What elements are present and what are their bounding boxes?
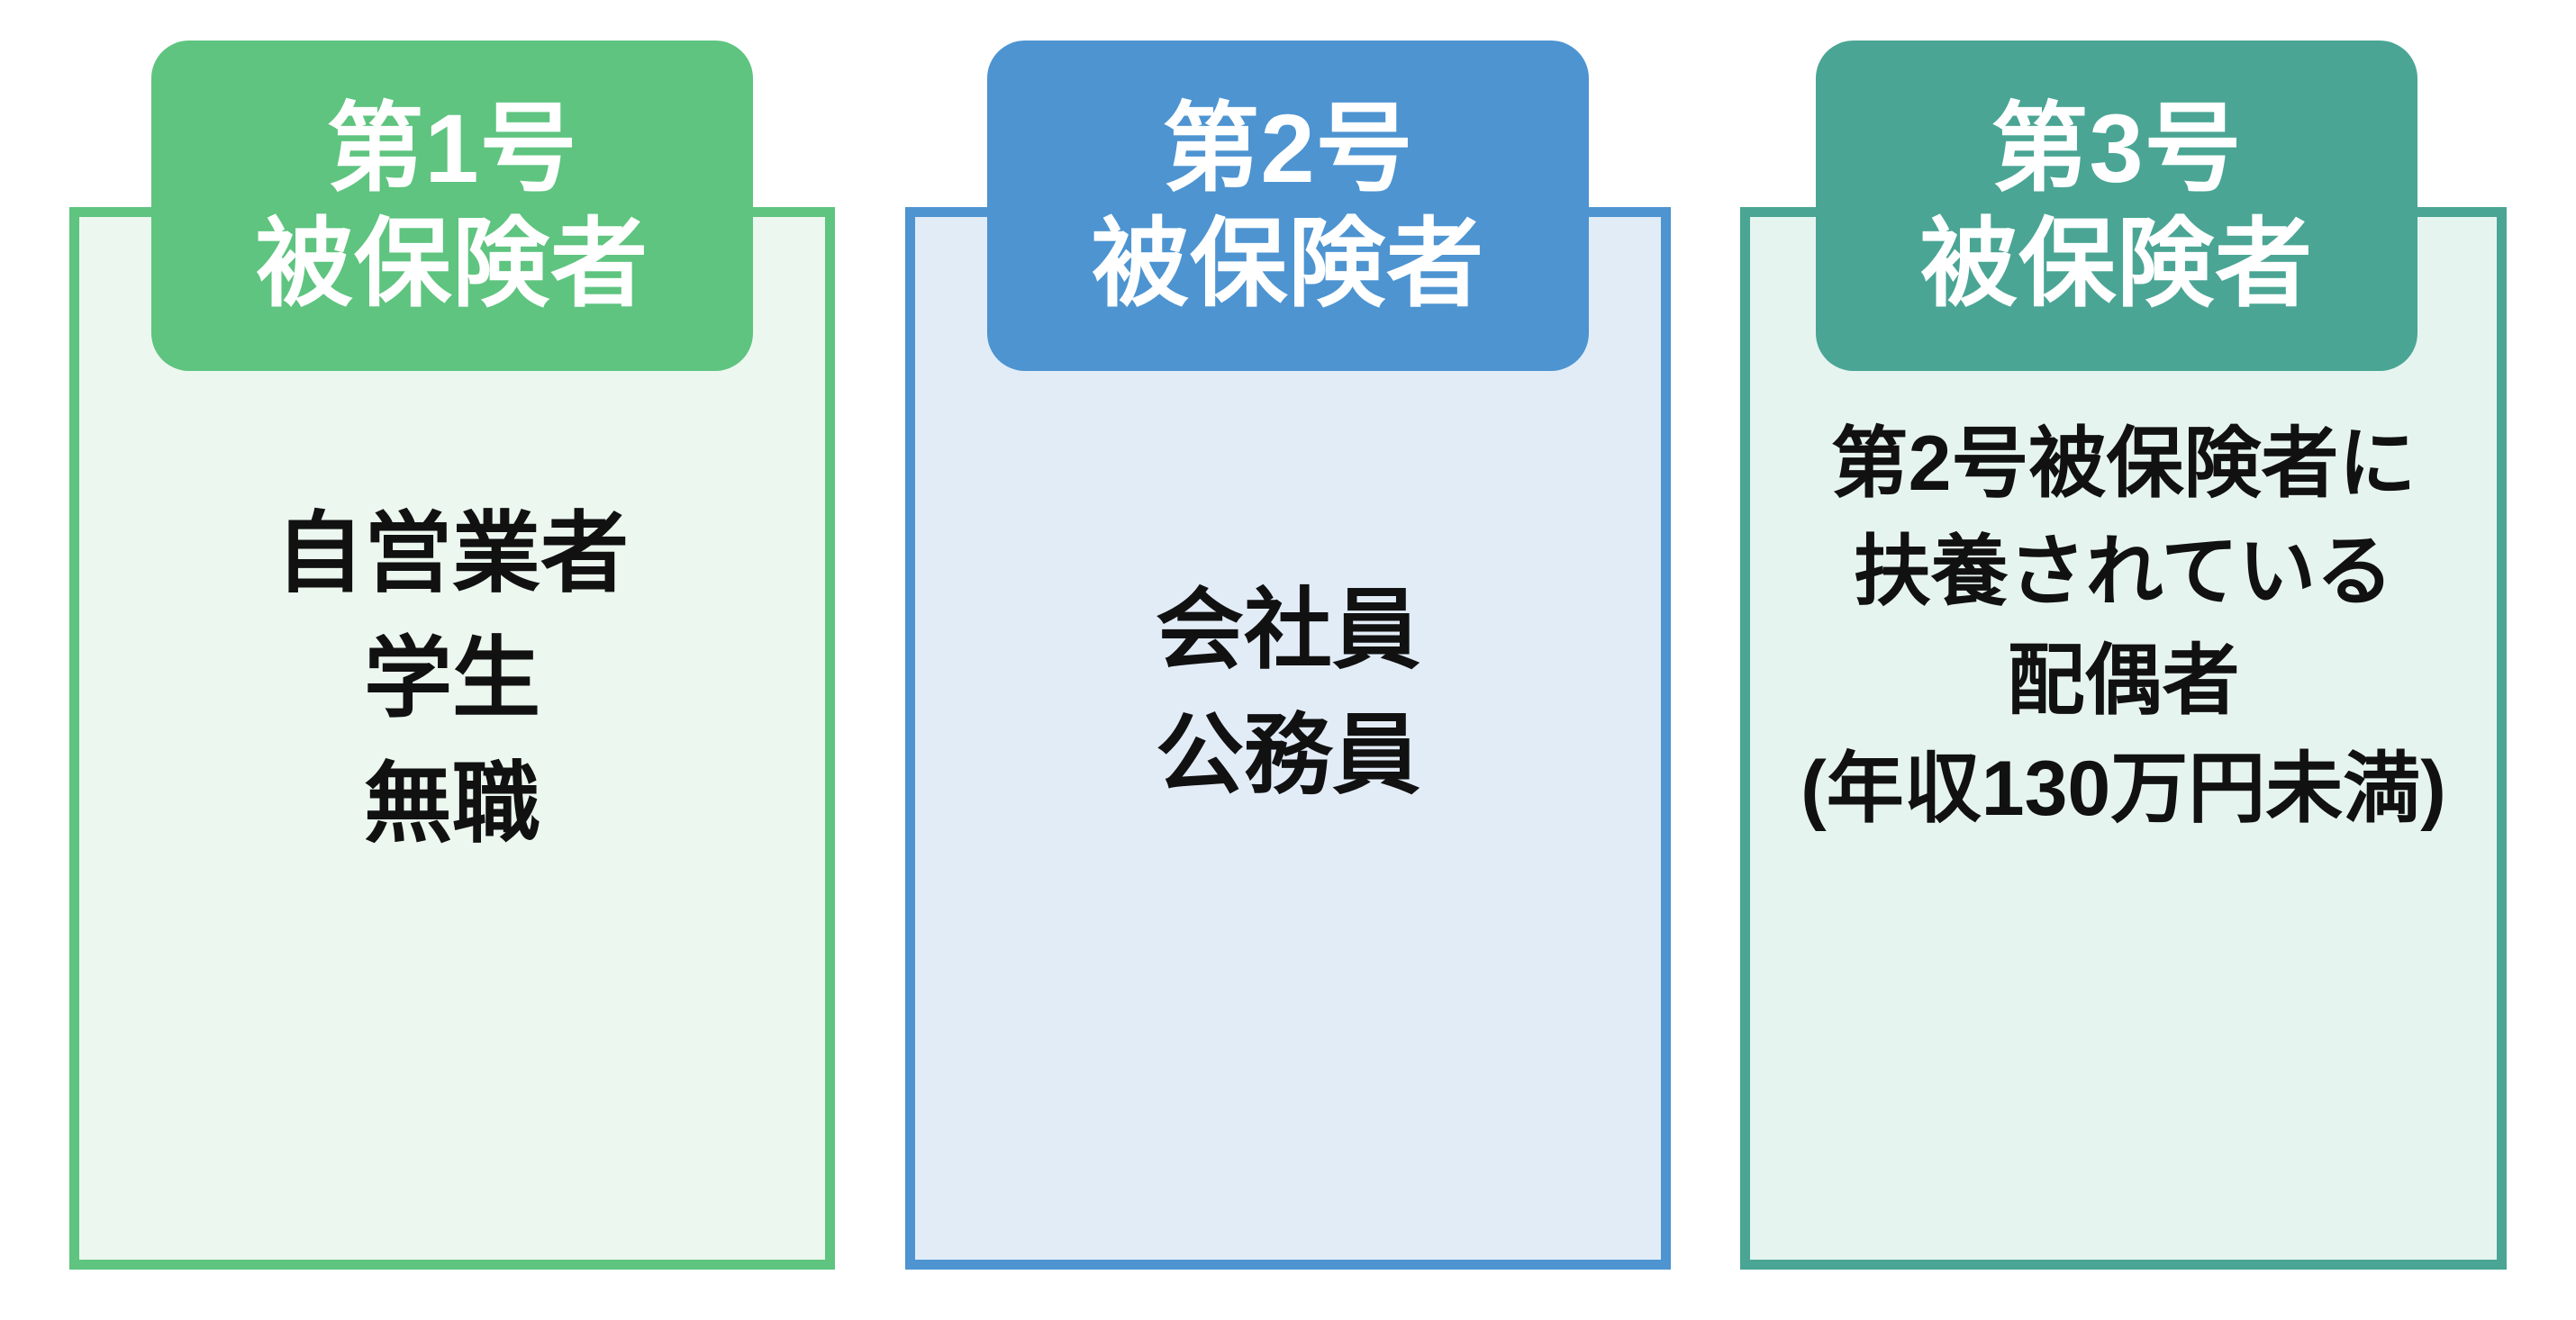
panel-1-tab-line-1: 第1号 <box>326 94 578 203</box>
panel-1-tab-line-2: 被保険者 <box>255 208 649 318</box>
panel-2-body-text: 会社員 公務員 <box>905 567 1671 818</box>
panel-3-line-4: (年収130万円未満) <box>1800 746 2446 833</box>
panel-2-tab-header: 第2号 被保険者 <box>987 41 1589 371</box>
panel-3-line-1: 第2号被保険者に <box>1830 420 2417 507</box>
panel-3-tab-header: 第3号 被保険者 <box>1816 41 2417 371</box>
panel-2-body-box <box>905 207 1671 1270</box>
panel-1-line-3: 無職 <box>363 754 540 854</box>
panel-1-body-box <box>69 207 835 1270</box>
panel-3-line-3: 配偶者 <box>2007 637 2240 724</box>
panel-2-line-2: 公務員 <box>1155 705 1420 805</box>
panel-2-tab-line-2: 被保険者 <box>1091 208 1484 318</box>
panel-1-body-text: 自営業者 学生 無職 <box>69 491 835 866</box>
panel-3-line-2: 扶養されている <box>1853 529 2394 616</box>
panel-3-body-text: 第2号被保険者に 扶養されている 配偶者 (年収130万円未満) <box>1740 410 2507 844</box>
panel-1-tab-header: 第1号 被保険者 <box>151 41 753 371</box>
panel-1-line-1: 自営業者 <box>275 503 629 602</box>
panel-2-line-1: 会社員 <box>1155 580 1420 679</box>
panel-3-tab-line-1: 第3号 <box>1991 94 2243 203</box>
panel-2-tab-line-1: 第2号 <box>1162 94 1414 203</box>
panel-1-line-2: 学生 <box>363 628 540 728</box>
panel-3-tab-line-2: 被保険者 <box>1919 208 2313 318</box>
